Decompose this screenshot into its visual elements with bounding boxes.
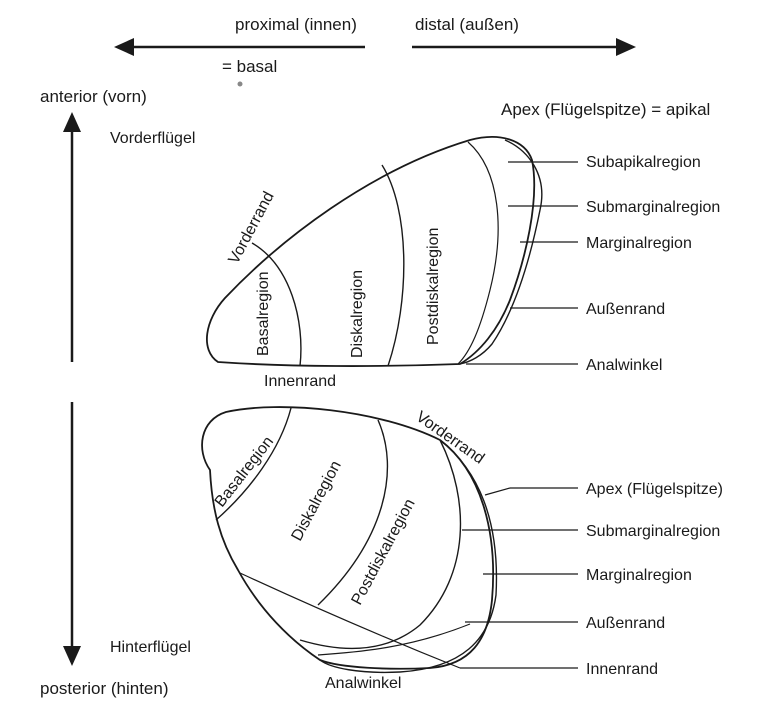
hindwing-basalregion-label: Basalregion [212, 433, 277, 510]
anterior-arrow [63, 112, 81, 362]
anterior-label: anterior (vorn) [40, 87, 147, 106]
posterior-label: posterior (hinten) [40, 679, 169, 698]
forewing-shape [206, 136, 543, 367]
callout-subapikalregion: Subapikalregion [586, 154, 701, 171]
basal-label: = basal [222, 57, 277, 76]
ink-dot [237, 81, 243, 87]
hindwing-diskalregion-label: Diskalregion [289, 458, 345, 544]
forewing-innenrand-label: Innenrand [264, 373, 336, 390]
hindwing-vorderrand-label: Vorderrand [413, 408, 488, 467]
callout-aussenrand-fore: Außenrand [586, 301, 665, 318]
forewing-basalregion-label: Basalregion [255, 272, 272, 357]
proximal-label: proximal (innen) [235, 15, 357, 34]
callout-analwinkel-fore: Analwinkel [586, 357, 662, 374]
posterior-arrow [63, 402, 81, 666]
callout-marginalregion-hind: Marginalregion [586, 567, 692, 584]
distal-arrow [412, 38, 636, 56]
distal-label: distal (außen) [415, 15, 519, 34]
hindwing-postdiskalregion-label: Postdiskalregion [349, 496, 419, 608]
proximal-arrow [114, 38, 365, 56]
callout-apex: Apex (Flügelspitze) [586, 481, 723, 498]
forewing-diskalregion-label: Diskalregion [349, 270, 366, 358]
callout-aussenrand-hind: Außenrand [586, 615, 665, 632]
hindwing-shape [201, 406, 498, 674]
callout-submarginalregion-hind: Submarginalregion [586, 523, 720, 540]
forewing-postdiskalregion-label: Postdiskalregion [425, 228, 442, 345]
callout-submarginalregion-fore: Submarginalregion [586, 199, 720, 216]
hindwing-title: Hinterflügel [110, 639, 191, 656]
forewing-title: Vorderflügel [110, 130, 195, 147]
hindwing-analwinkel-label: Analwinkel [325, 675, 401, 692]
apikal-label: Apex (Flügelspitze) = apikal [501, 100, 710, 119]
callout-innenrand-hind: Innenrand [586, 661, 658, 678]
callout-marginalregion-fore: Marginalregion [586, 235, 692, 252]
